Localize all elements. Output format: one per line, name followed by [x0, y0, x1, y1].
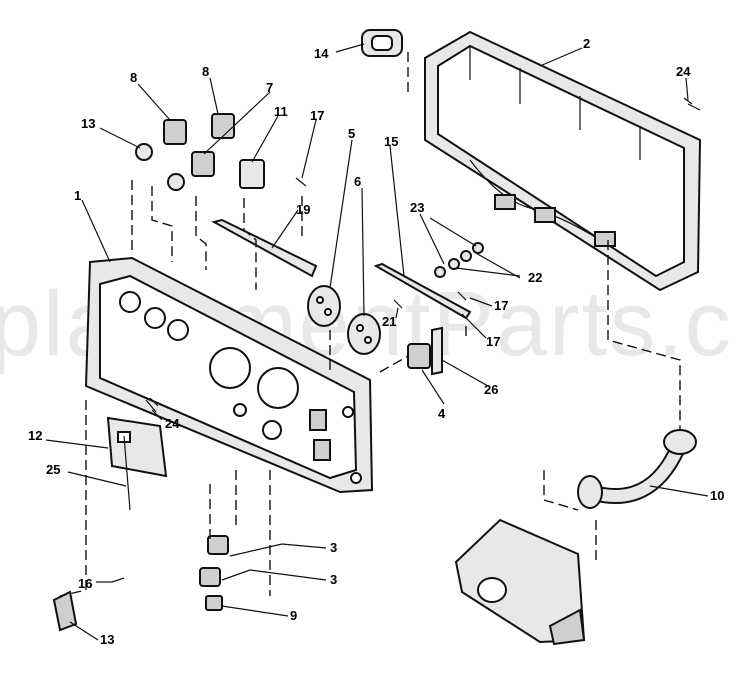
part-11-block — [239, 159, 265, 189]
part-17-screw-top — [295, 177, 307, 187]
callout-7: 7 — [266, 80, 273, 95]
callout-3-upper: 3 — [330, 540, 337, 555]
part-22-23-washers — [434, 242, 484, 278]
part-25-wire — [123, 435, 131, 511]
part-19-bracket — [211, 218, 318, 278]
callout-15: 15 — [384, 134, 398, 149]
callout-25: 25 — [46, 462, 60, 477]
callout-11: 11 — [274, 104, 288, 119]
callout-1: 1 — [74, 188, 81, 203]
part-15-strip — [373, 262, 472, 320]
callout-8-left: 8 — [130, 70, 137, 85]
part-1-control-panel — [84, 256, 374, 494]
callout-9: 9 — [290, 608, 297, 623]
callout-10: 10 — [710, 488, 724, 503]
callout-17-top: 17 — [310, 108, 324, 123]
callout-12: 12 — [28, 428, 42, 443]
callout-2: 2 — [583, 36, 590, 51]
leader-lines — [45, 43, 709, 641]
callout-4: 4 — [438, 406, 446, 421]
callout-17-lower: 17 — [486, 334, 500, 349]
part-8-switch-right — [211, 113, 235, 139]
part-6-receptacle — [347, 313, 381, 355]
callout-17-mid: 17 — [494, 298, 508, 313]
callout-5: 5 — [348, 126, 355, 141]
part-17-screw-lower — [461, 313, 471, 323]
part-9-clip — [205, 595, 223, 611]
part-12-cover-plate — [106, 416, 168, 478]
part-13-knob-top — [135, 143, 153, 161]
callout-26: 26 — [484, 382, 498, 397]
part-7-switch — [167, 151, 215, 191]
callout-24-top: 24 — [676, 64, 691, 79]
part-24-screw-lower — [145, 397, 159, 413]
part-17-screw-mid — [457, 291, 467, 301]
callout-labels: 14 2 24 8 8 7 11 13 17 5 15 6 1 19 23 22… — [28, 36, 724, 647]
callout-13-top: 13 — [81, 116, 95, 131]
callout-24-lower: 24 — [165, 416, 180, 431]
assembly-dashed-lines — [59, 52, 681, 597]
part-14-grommet — [361, 29, 403, 57]
part-10-hose — [577, 429, 697, 509]
engine-housing-part — [454, 518, 586, 646]
part-4-switch-box — [407, 343, 431, 369]
callout-8-right: 8 — [202, 64, 209, 79]
part-2-housing-box — [424, 30, 702, 292]
callout-13-lower: 13 — [100, 632, 114, 647]
callout-14: 14 — [314, 46, 329, 61]
part-3-switch-upper — [207, 535, 229, 555]
part-3-switch-lower — [199, 567, 221, 587]
callout-21: 21 — [382, 314, 396, 329]
callout-22: 22 — [528, 270, 542, 285]
callout-16: 16 — [78, 576, 92, 591]
part-5-receptacle — [307, 285, 341, 327]
part-26-bracket — [431, 326, 443, 376]
callout-6: 6 — [354, 174, 361, 189]
part-8-switch-left — [163, 119, 187, 145]
part-24-screw-top — [683, 97, 701, 111]
callout-23: 23 — [410, 200, 424, 215]
callout-19: 19 — [296, 202, 310, 217]
callout-3-lower: 3 — [330, 572, 337, 587]
part-21-screw — [393, 299, 403, 309]
part-16-screw — [111, 577, 125, 583]
